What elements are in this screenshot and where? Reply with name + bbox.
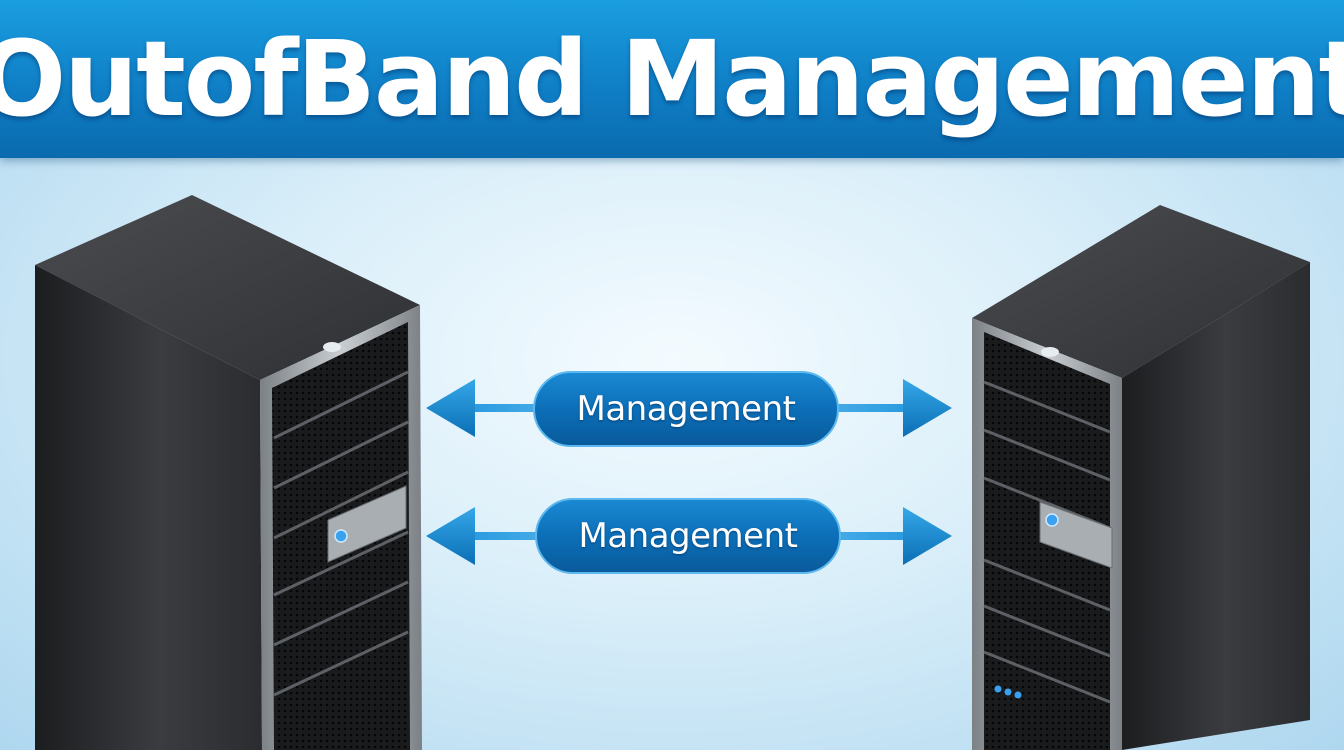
left-server <box>35 195 422 750</box>
left-server-power-led-icon <box>334 529 348 543</box>
arrowhead-left-1-icon <box>426 379 475 437</box>
arrowhead-left-2-icon <box>426 507 475 565</box>
right-server-top <box>972 205 1310 378</box>
connection-label-2: Management <box>578 516 798 556</box>
connection-arrow-1 <box>426 371 952 447</box>
arrowhead-right-2-icon <box>903 507 952 565</box>
title-banner: OutofBand Management <box>0 0 1344 158</box>
right-server-top-light-icon <box>1041 347 1059 357</box>
page-title: OutofBand Management <box>0 18 1344 140</box>
arrowhead-right-1-icon <box>903 379 952 437</box>
right-server-side <box>1122 262 1310 750</box>
label-pill-1 <box>533 371 839 447</box>
right-server <box>972 205 1310 750</box>
left-server-top <box>35 195 420 380</box>
left-server-drive-bays <box>273 370 409 697</box>
left-server-side <box>35 265 262 750</box>
right-server-status-leds-icon <box>994 685 1022 699</box>
left-server-top-light-icon <box>323 342 341 352</box>
label-pill-2 <box>535 498 841 574</box>
left-server-control-panel <box>327 485 407 563</box>
right-server-power-led-icon <box>1045 513 1059 527</box>
connection-label-1: Management <box>576 389 796 429</box>
connection-arrow-2 <box>426 498 952 574</box>
